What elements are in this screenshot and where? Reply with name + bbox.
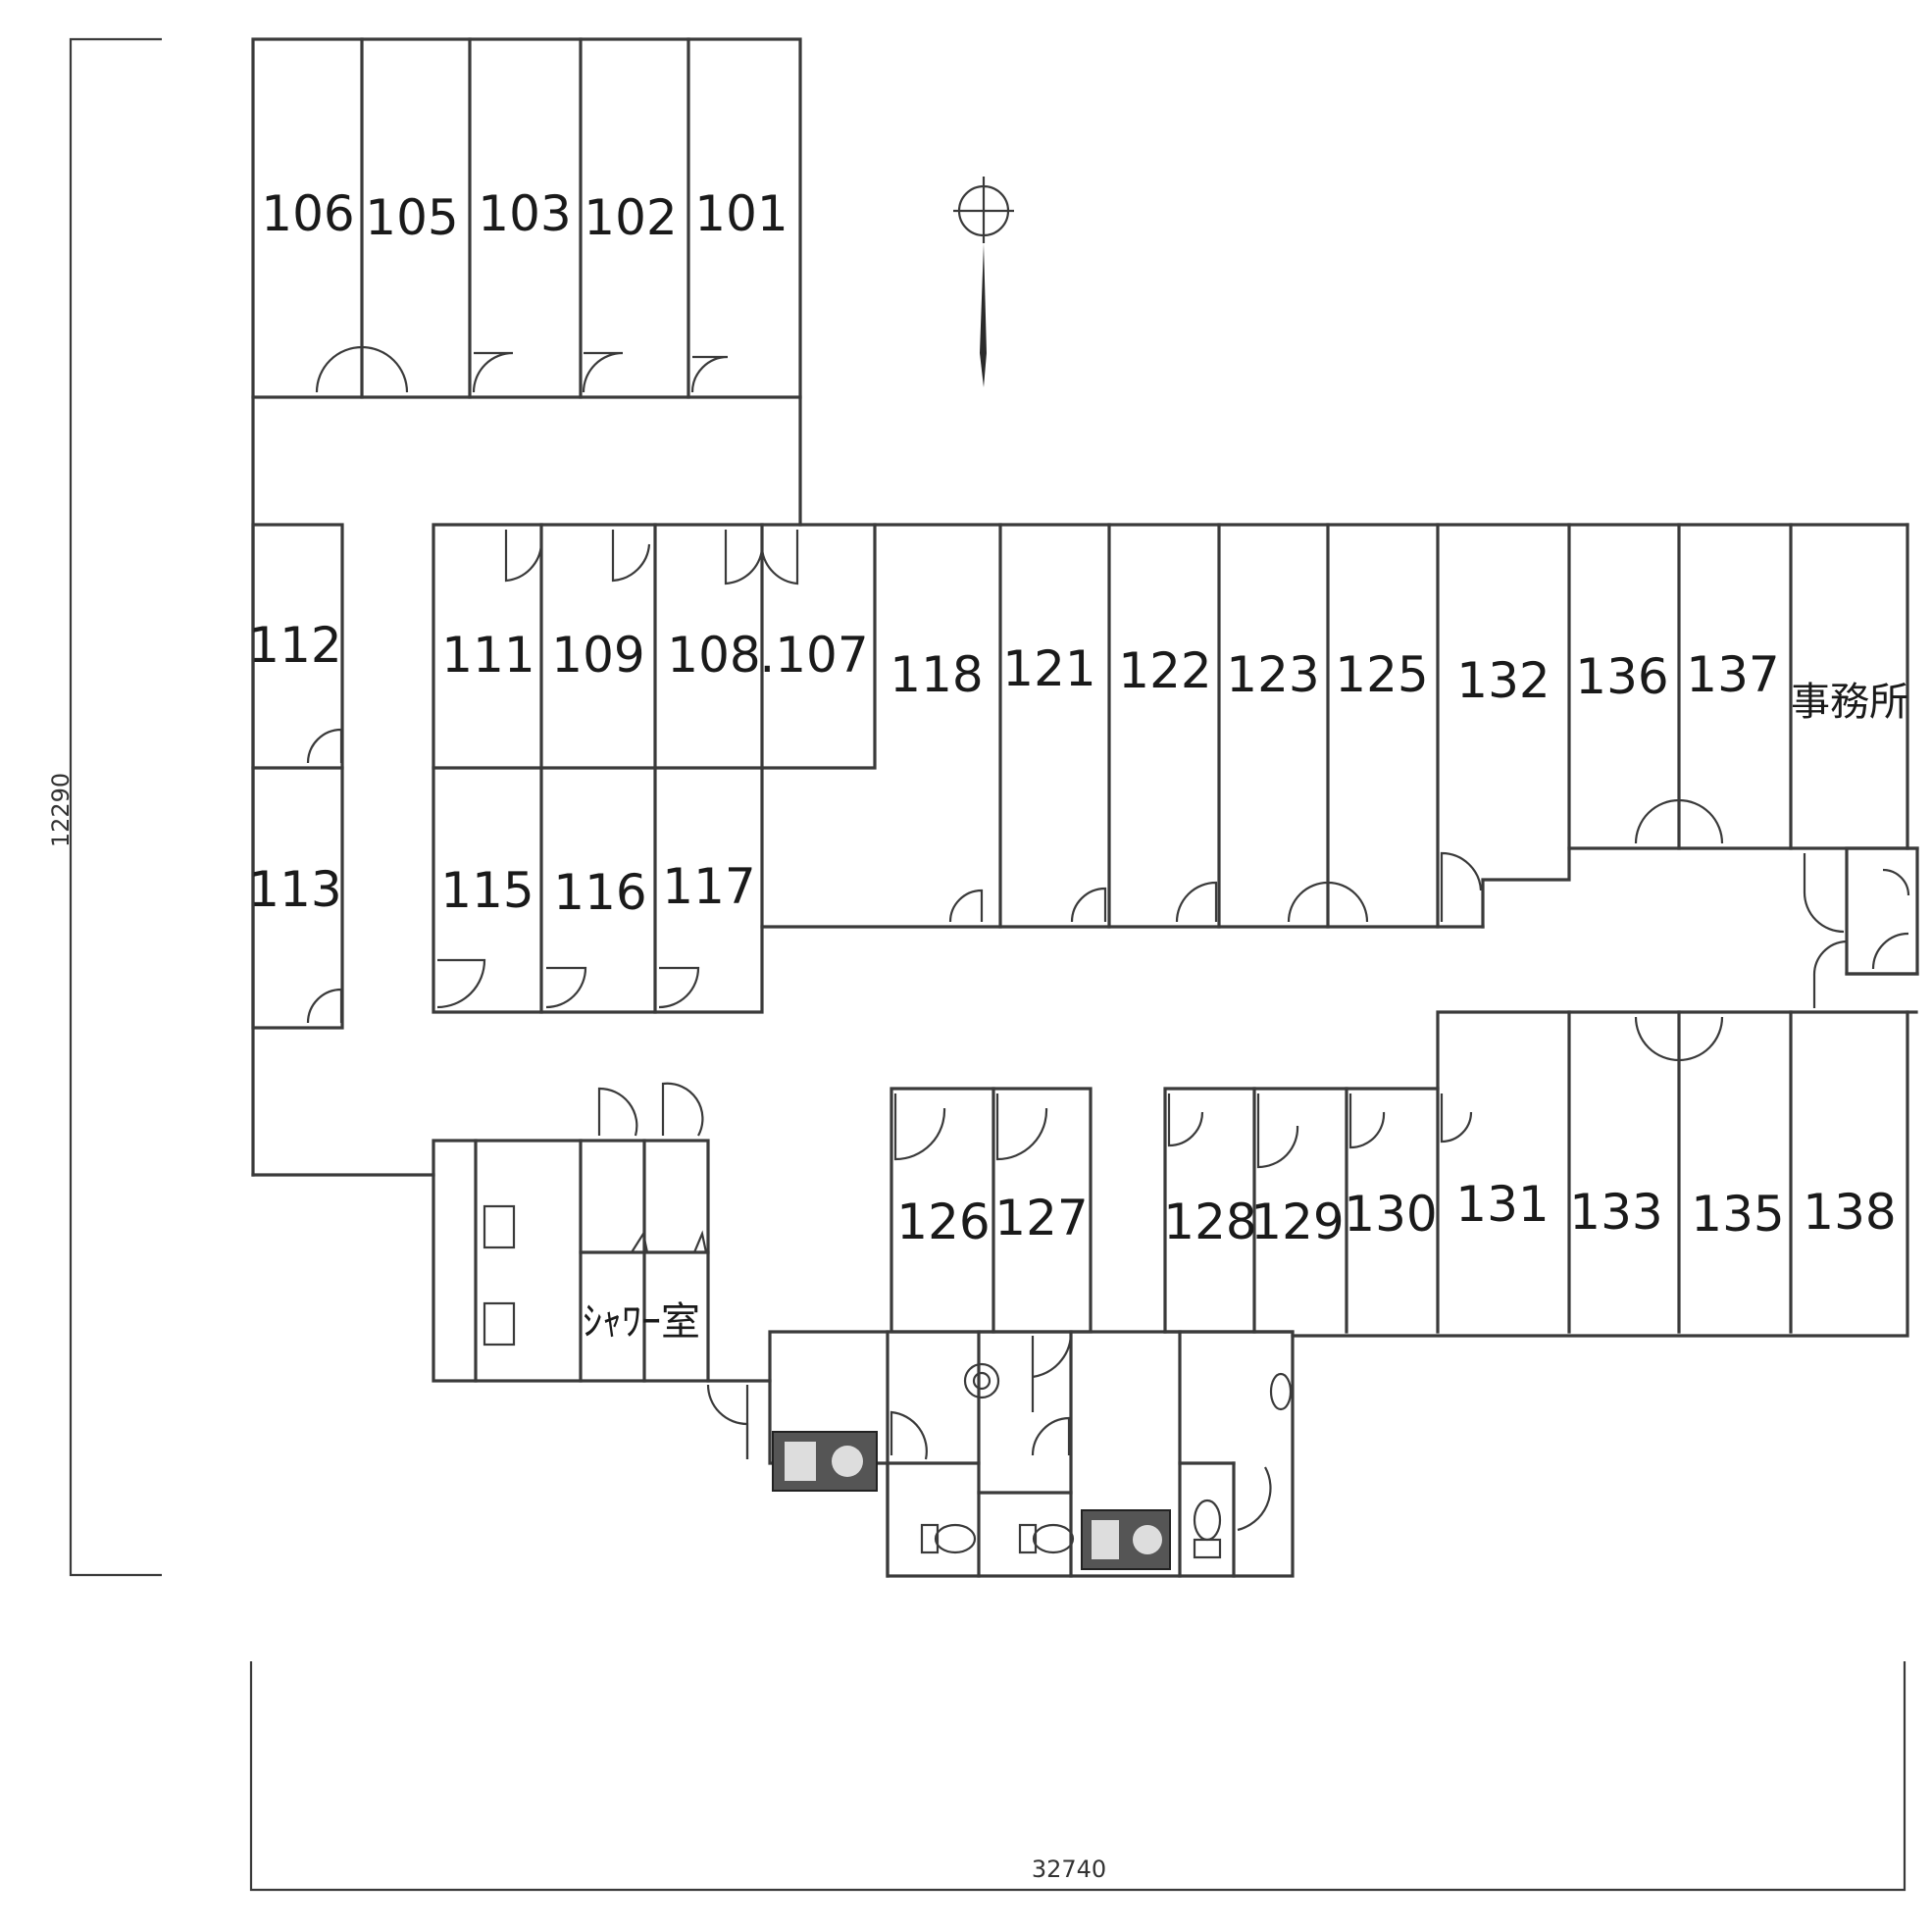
gas-icon [1269,1372,1293,1411]
room-label-116: 116 [553,864,646,921]
room-label-108: 108 [667,627,760,684]
room-label-102: 102 [584,189,677,246]
room-label-113: 113 [248,861,341,918]
toilet-icon [1193,1499,1222,1559]
washbasin-icon [483,1301,516,1347]
room-label-office: 事務所 [1791,680,1908,725]
room-label-122: 122 [1118,642,1211,699]
room-label-105: 105 [365,189,458,246]
room-label-135: 135 [1691,1186,1784,1243]
room-label-115: 115 [440,862,534,919]
room-label-137: 137 [1686,646,1779,703]
bath-fixtures [483,1204,516,1347]
north-arrow-icon [953,177,1014,387]
room-label-109: 109 [551,627,644,684]
room-label-118: 118 [890,646,983,703]
gas-icon [963,1362,1000,1399]
room-label-121: 121 [1002,640,1095,697]
room-label-128: 128 [1163,1194,1256,1250]
room-label-112: 112 [248,617,341,674]
room-label-127: 127 [994,1190,1088,1246]
width-dimension-label: 32740 [1032,1856,1106,1883]
toilet-icon [920,1523,977,1554]
dimension-lines [69,37,1907,1892]
toilet-icon [1018,1523,1075,1554]
room-label-111: 111 [441,627,534,684]
room-label-138: 138 [1803,1184,1896,1241]
room-label-103: 103 [478,185,571,242]
room-label-136: 136 [1575,648,1668,705]
washing-machine-icon [772,1431,878,1492]
washbasin-icon [483,1204,516,1249]
room-label-107: .107 [759,627,868,684]
room-label-133: 133 [1569,1184,1662,1241]
walls [251,37,1919,1578]
room-label-101: 101 [694,185,788,242]
door-swing-icons [306,345,1910,1532]
room-label-132: 132 [1456,652,1550,709]
room-labels: 106 105 103 102 101 112 113 111 109 108 … [248,185,1908,1345]
height-dimension-label: 12290 [47,773,75,847]
room-label-123: 123 [1226,646,1319,703]
room-label-131: 131 [1455,1176,1549,1233]
room-label-125: 125 [1335,646,1428,703]
room-label-shower: ｼｬﾜｰ室 [583,1299,700,1345]
room-label-126: 126 [896,1194,990,1250]
washing-machine-icon [1081,1509,1171,1570]
room-label-106: 106 [261,185,354,242]
room-label-130: 130 [1344,1186,1437,1243]
room-label-129: 129 [1250,1194,1344,1250]
room-label-117: 117 [662,858,755,915]
